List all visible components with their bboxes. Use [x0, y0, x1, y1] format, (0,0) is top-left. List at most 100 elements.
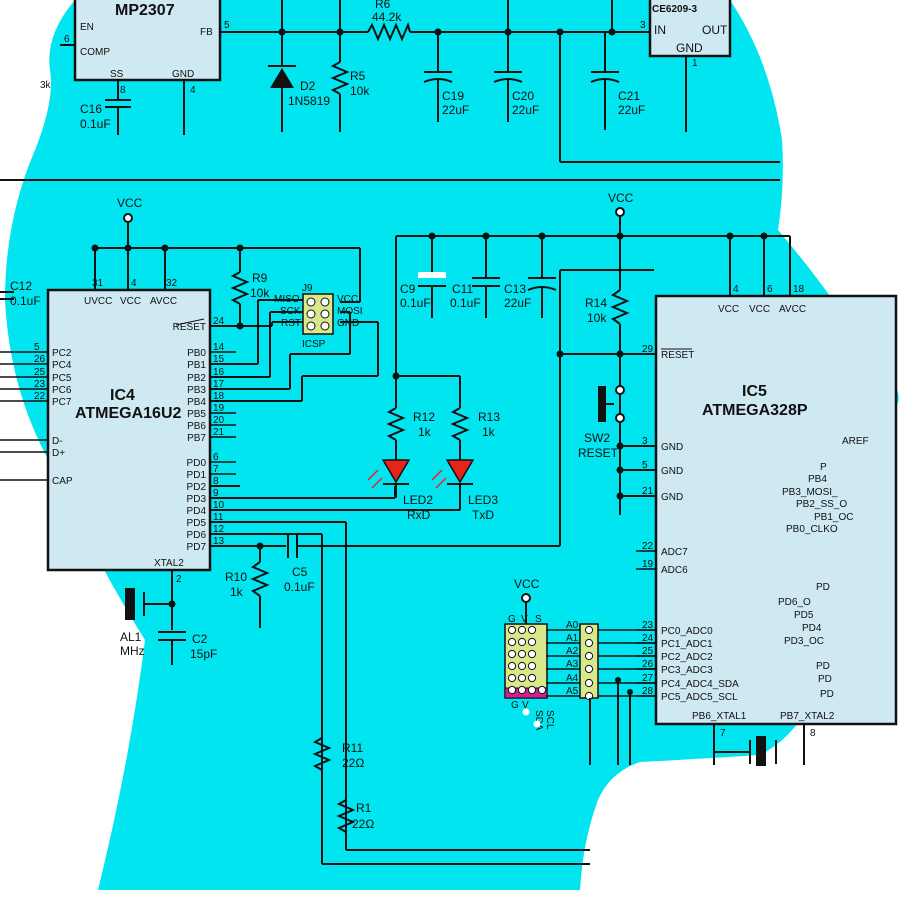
side-header-pin	[584, 651, 594, 661]
ic4-right-num: 24	[213, 316, 225, 327]
ic4-right-pin: PB3	[187, 385, 206, 396]
d2-value: 1N5819	[288, 94, 330, 108]
sw2-label: RESET	[578, 446, 619, 460]
ic4-right-pin: PD2	[187, 482, 207, 493]
ic5-left-num: 19	[642, 559, 654, 570]
j9-sck: SCK	[280, 306, 301, 317]
analog-pin-label: A4	[566, 673, 579, 684]
ic5-pin-vcc1: VCC	[718, 304, 739, 315]
ic4-right-pin: PB0	[187, 348, 206, 359]
ic4-right-pin: PD7	[187, 542, 207, 553]
ic4-right-pin: PD5	[187, 518, 207, 529]
ic4-right-num: 6	[213, 452, 219, 463]
ic4-left-pin: PC7	[52, 397, 72, 408]
led3-icon	[445, 459, 475, 484]
ic5-right-pin: PB0_CLKO	[786, 524, 838, 535]
ic5-right-pin: PD6_O	[778, 597, 811, 608]
ic5-right-pin: PD4	[802, 623, 822, 634]
ic4-right-num: 12	[213, 524, 225, 535]
header-pin	[507, 685, 517, 695]
hdr-top-g: G	[508, 614, 516, 625]
ic4-right-pin: RESET	[173, 322, 206, 333]
ic5-left-pin: PC4_ADC4_SDA	[661, 679, 739, 690]
c13-value: 22uF	[504, 296, 531, 310]
ic4-reset-overbar	[175, 318, 205, 326]
ic5-right-pin: PD	[820, 689, 834, 700]
mp2307-num-5: 5	[224, 20, 230, 31]
crystal-value: MHz	[120, 644, 145, 658]
ic4-right-pin: PD6	[187, 530, 207, 541]
mp2307-pin-gnd: GND	[172, 69, 194, 80]
ic4-right-num: 8	[213, 476, 219, 487]
ic5-pin-xtal2: PB7_XTAL2	[780, 711, 835, 722]
ce6209-body	[648, 0, 732, 58]
header-pin	[517, 625, 527, 635]
header-pin	[527, 661, 537, 671]
ce6209-name: CE6209-3	[652, 4, 697, 15]
r10-ref: R10	[225, 570, 247, 584]
j9-vcc: VCC	[337, 294, 358, 305]
j9-mosi: MOSI	[337, 306, 363, 317]
ic5-left-num: 29	[642, 344, 654, 355]
ic5-left-num: 22	[642, 541, 654, 552]
analog-header-body	[504, 623, 548, 699]
ic4-right-num: 10	[213, 500, 225, 511]
j9-rst: RST	[281, 318, 301, 329]
hdr-bot-g: G	[511, 700, 519, 711]
header-pin	[507, 625, 517, 635]
ic4-right-num: 18	[213, 391, 225, 402]
ic4-left-pin: PC6	[52, 385, 72, 396]
ic4-left-pin: PC4	[52, 360, 72, 371]
header-pin	[527, 625, 537, 635]
c12-value: 0.1uF	[10, 294, 41, 308]
analog-pin-grid	[507, 625, 547, 695]
analog-pin-label: A1	[566, 633, 579, 644]
hdr-top-s: S	[535, 614, 542, 625]
mp2307-num-6: 6	[64, 34, 70, 45]
led2-signal: RxD	[407, 508, 431, 522]
analog-pin-label: A5	[566, 686, 579, 697]
ic4-right-num: 20	[213, 415, 225, 426]
mp2307-num-4: 4	[190, 85, 196, 96]
ic4-right-pin: PB4	[187, 397, 206, 408]
ce6209-pin-gnd: GND	[676, 41, 703, 55]
c21-ref: C21	[618, 89, 640, 103]
ic5-left-pin: PC3_ADC3	[661, 665, 713, 676]
ic5-left-pin: PC5_ADC5_SCL	[661, 692, 738, 703]
ic4-right-pin: PB2	[187, 373, 206, 384]
mp2307-num-8: 8	[120, 85, 126, 96]
header-pin	[527, 637, 537, 647]
ic4-block: 31 4 32 UVCC VCC AVCC IC4 ATMEGA16U2 PC2…	[0, 278, 236, 585]
j9-header: J9 ICSP MISO SCK RST VCC MOSI GND	[274, 283, 363, 350]
ic4-num-31: 31	[92, 278, 104, 289]
ic4-right-num: 15	[213, 354, 225, 365]
mp2307-name: MP2307	[115, 2, 175, 19]
ce6209-num-3: 3	[640, 20, 646, 31]
led3-ref: LED3	[468, 493, 498, 507]
ic4-body	[46, 288, 212, 572]
ic4-pin-uvcc: UVCC	[84, 296, 112, 307]
header-pin	[517, 685, 527, 695]
r13-value: 1k	[482, 425, 496, 439]
ic5-left-num: 5	[642, 460, 648, 471]
ic5-left-pin: GND	[661, 442, 683, 453]
ic4-right-pin: PD0	[187, 458, 207, 469]
ic5-right-pin: PD5	[794, 610, 814, 621]
header-pin	[527, 685, 537, 695]
c9-value: 0.1uF	[400, 296, 431, 310]
ic5-right-pin: AREF	[842, 436, 869, 447]
side-header-pin	[584, 678, 594, 688]
ic5-left-num: 28	[642, 686, 654, 697]
ic4-pin-xtal2: XTAL2	[154, 558, 184, 569]
ic4-right-num: 19	[213, 403, 225, 414]
c5-ref: C5	[292, 565, 308, 579]
header-pin	[517, 661, 527, 671]
header-pin	[517, 649, 527, 659]
ic4-left-num: 23	[34, 379, 46, 390]
ic5-left-num: 21	[642, 486, 654, 497]
ic4-right-num: 11	[213, 512, 224, 523]
analog-vcc-label: VCC	[514, 577, 540, 591]
r10-value: 1k	[230, 585, 244, 599]
